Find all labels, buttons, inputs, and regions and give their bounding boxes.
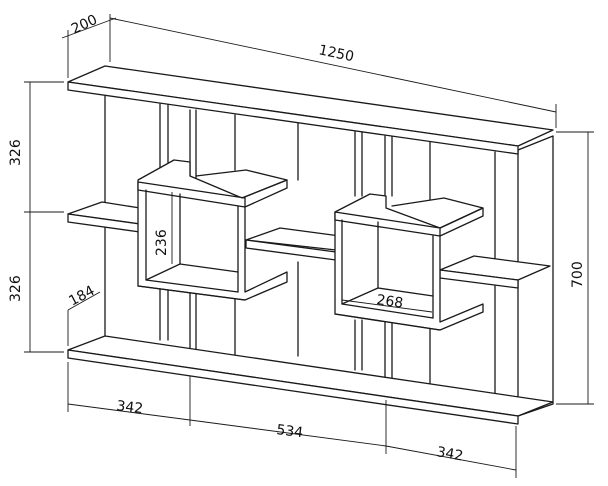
right-cube (334, 193, 484, 331)
top-board (67, 65, 554, 155)
depth-label: 200 (69, 12, 100, 38)
middle-width-label: 534 (276, 422, 305, 441)
middle-shelf (245, 227, 341, 261)
left-shelf (67, 201, 141, 233)
lower-height-label: 326 (8, 275, 24, 302)
right-shelf (439, 255, 551, 289)
right-side-panel (517, 135, 554, 417)
cube-height-label: 236 (154, 229, 170, 256)
dimension-lines (24, 14, 594, 478)
left-cube (137, 159, 288, 301)
inner-depth-label: 184 (66, 283, 97, 310)
shelf-unit (67, 65, 554, 425)
left-width-label: 342 (116, 398, 144, 417)
right-width-label: 342 (435, 444, 464, 464)
cube-width-label: 268 (375, 292, 404, 312)
total-height-label: 700 (570, 261, 586, 288)
upper-height-label: 326 (8, 139, 24, 166)
bottom-board (67, 335, 554, 425)
total-width-label: 1250 (317, 42, 355, 65)
